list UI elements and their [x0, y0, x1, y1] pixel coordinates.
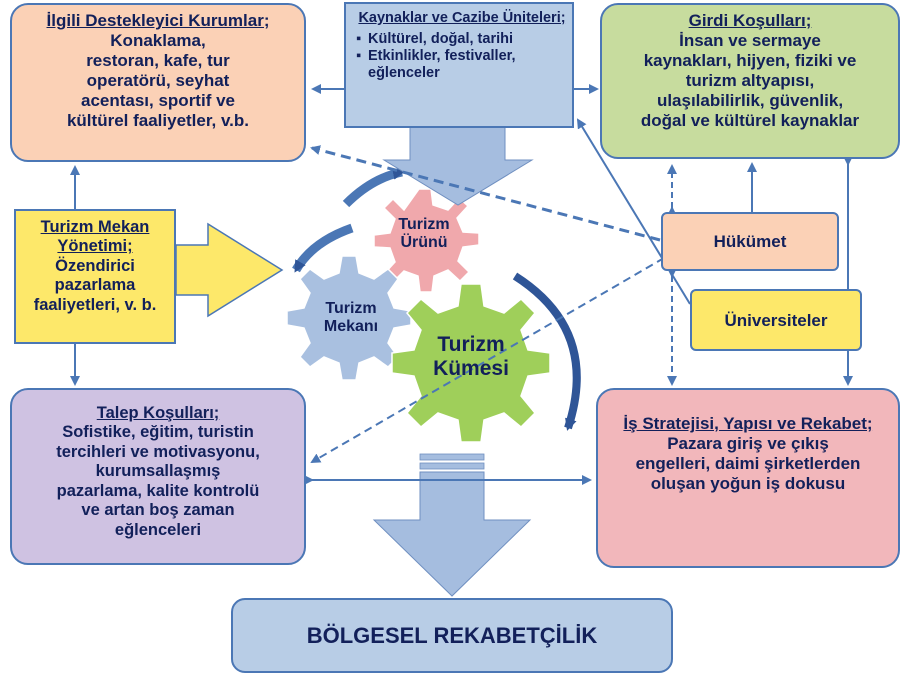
strategy-box: İş Stratejisi, Yapısı ve Rekabet; Pazara…	[596, 388, 900, 568]
regional-competitiveness-box: BÖLGESEL REKABETÇİLİK	[231, 598, 673, 673]
attractions-item: Kültürel, doğal, tarihi	[356, 31, 572, 48]
strategy-title: İş Stratejisi, Yapısı ve Rekabet;	[623, 414, 873, 433]
universities-box: Üniversiteler	[690, 289, 862, 351]
cycle-arrow-left	[292, 223, 354, 273]
support-line: operatörü, seyhat	[86, 71, 230, 91]
demand-line: ve artan boş zaman	[81, 501, 235, 520]
government-box: Hükümet	[661, 212, 839, 271]
demand-line: pazarlama, kalite kontrolü	[56, 481, 260, 500]
dmo-title: Turizm Mekan Yönetimi;	[40, 218, 150, 256]
dashed-gov-to-support	[310, 145, 661, 242]
attractions-item: Etkinlikler, festivaller, eğlenceler	[356, 48, 572, 82]
demand-line: Sofistike, eğitim, turistin	[62, 423, 254, 442]
gear-place-label: Turizm Mekanı	[323, 300, 379, 336]
dmo-line: Özendirici	[55, 256, 135, 275]
support-line: acentası, sportif ve	[80, 91, 235, 111]
cycle-arrow-right	[512, 272, 581, 431]
attractions-box: Kaynaklar ve Cazibe Üniteleri; Kültürel,…	[344, 2, 574, 128]
demand-line: eğlenceleri	[114, 520, 202, 539]
competitiveness-label: BÖLGESEL REKABETÇİLİK	[306, 623, 598, 648]
gear-tourism-cluster	[391, 283, 551, 443]
input-line: doğal ve kültürel kaynaklar	[640, 111, 860, 131]
gear-product-label: Turizm Ürünü	[398, 216, 450, 252]
support-line: Konaklama,	[110, 31, 206, 51]
support-line: restoran, kafe, tur	[86, 51, 230, 71]
demand-line: tercihleri ve motivasyonu,	[56, 442, 260, 461]
gear-tourism-product	[373, 188, 480, 293]
arrow-to-competitiveness	[372, 453, 532, 597]
arrow-attractions-down	[382, 124, 534, 206]
input-conditions-box: Girdi Koşulları; İnsan ve sermaye kaynak…	[600, 3, 900, 159]
input-line: ulaşılabilirlik, güvenlik,	[656, 91, 844, 111]
dmo-line: pazarlama	[54, 276, 136, 295]
support-line: kültürel faaliyetler, v.b.	[66, 111, 250, 131]
dashed-gov-to-demand	[310, 257, 665, 464]
gear-cluster-label: Turizm Kümesi	[433, 333, 509, 381]
input-line: turizm altyapısı,	[685, 71, 815, 91]
demand-conditions-box: Talep Koşulları; Sofistike, eğitim, turi…	[10, 388, 306, 565]
dmo-line: faaliyetleri, v. b.	[33, 295, 157, 314]
cycle-arrow-top	[342, 167, 405, 208]
strategy-line: engelleri, daimi şirketlerden	[635, 454, 861, 474]
attractions-list: Kültürel, doğal, tarihi Etkinlikler, fes…	[352, 31, 572, 82]
support-title: İlgili Destekleyici Kurumlar;	[46, 11, 270, 30]
strategy-line: Pazara giriş ve çıkış	[667, 434, 829, 454]
universities-label: Üniversiteler	[724, 311, 828, 330]
gear-tourism-place	[286, 255, 412, 381]
demand-title: Talep Koşulları;	[96, 404, 220, 422]
attractions-title: Kaynaklar ve Cazibe Üniteleri;	[358, 10, 566, 26]
input-line: kaynakları, hijyen, fiziki ve	[643, 51, 857, 71]
destination-management-box: Turizm Mekan Yönetimi; Özendirici pazarl…	[14, 209, 176, 344]
support-institutions-box: İlgili Destekleyici Kurumlar; Konaklama,…	[10, 3, 306, 162]
arrow-dmo-right	[175, 222, 284, 318]
strategy-line: oluşan yoğun iş dokusu	[650, 474, 846, 494]
arrow-uni-to-attractions	[576, 118, 691, 305]
input-title: Girdi Koşulları;	[688, 11, 812, 30]
input-line: İnsan ve sermaye	[679, 31, 821, 51]
government-label: Hükümet	[713, 232, 787, 251]
demand-line: kurumsallaşmış	[95, 462, 221, 481]
